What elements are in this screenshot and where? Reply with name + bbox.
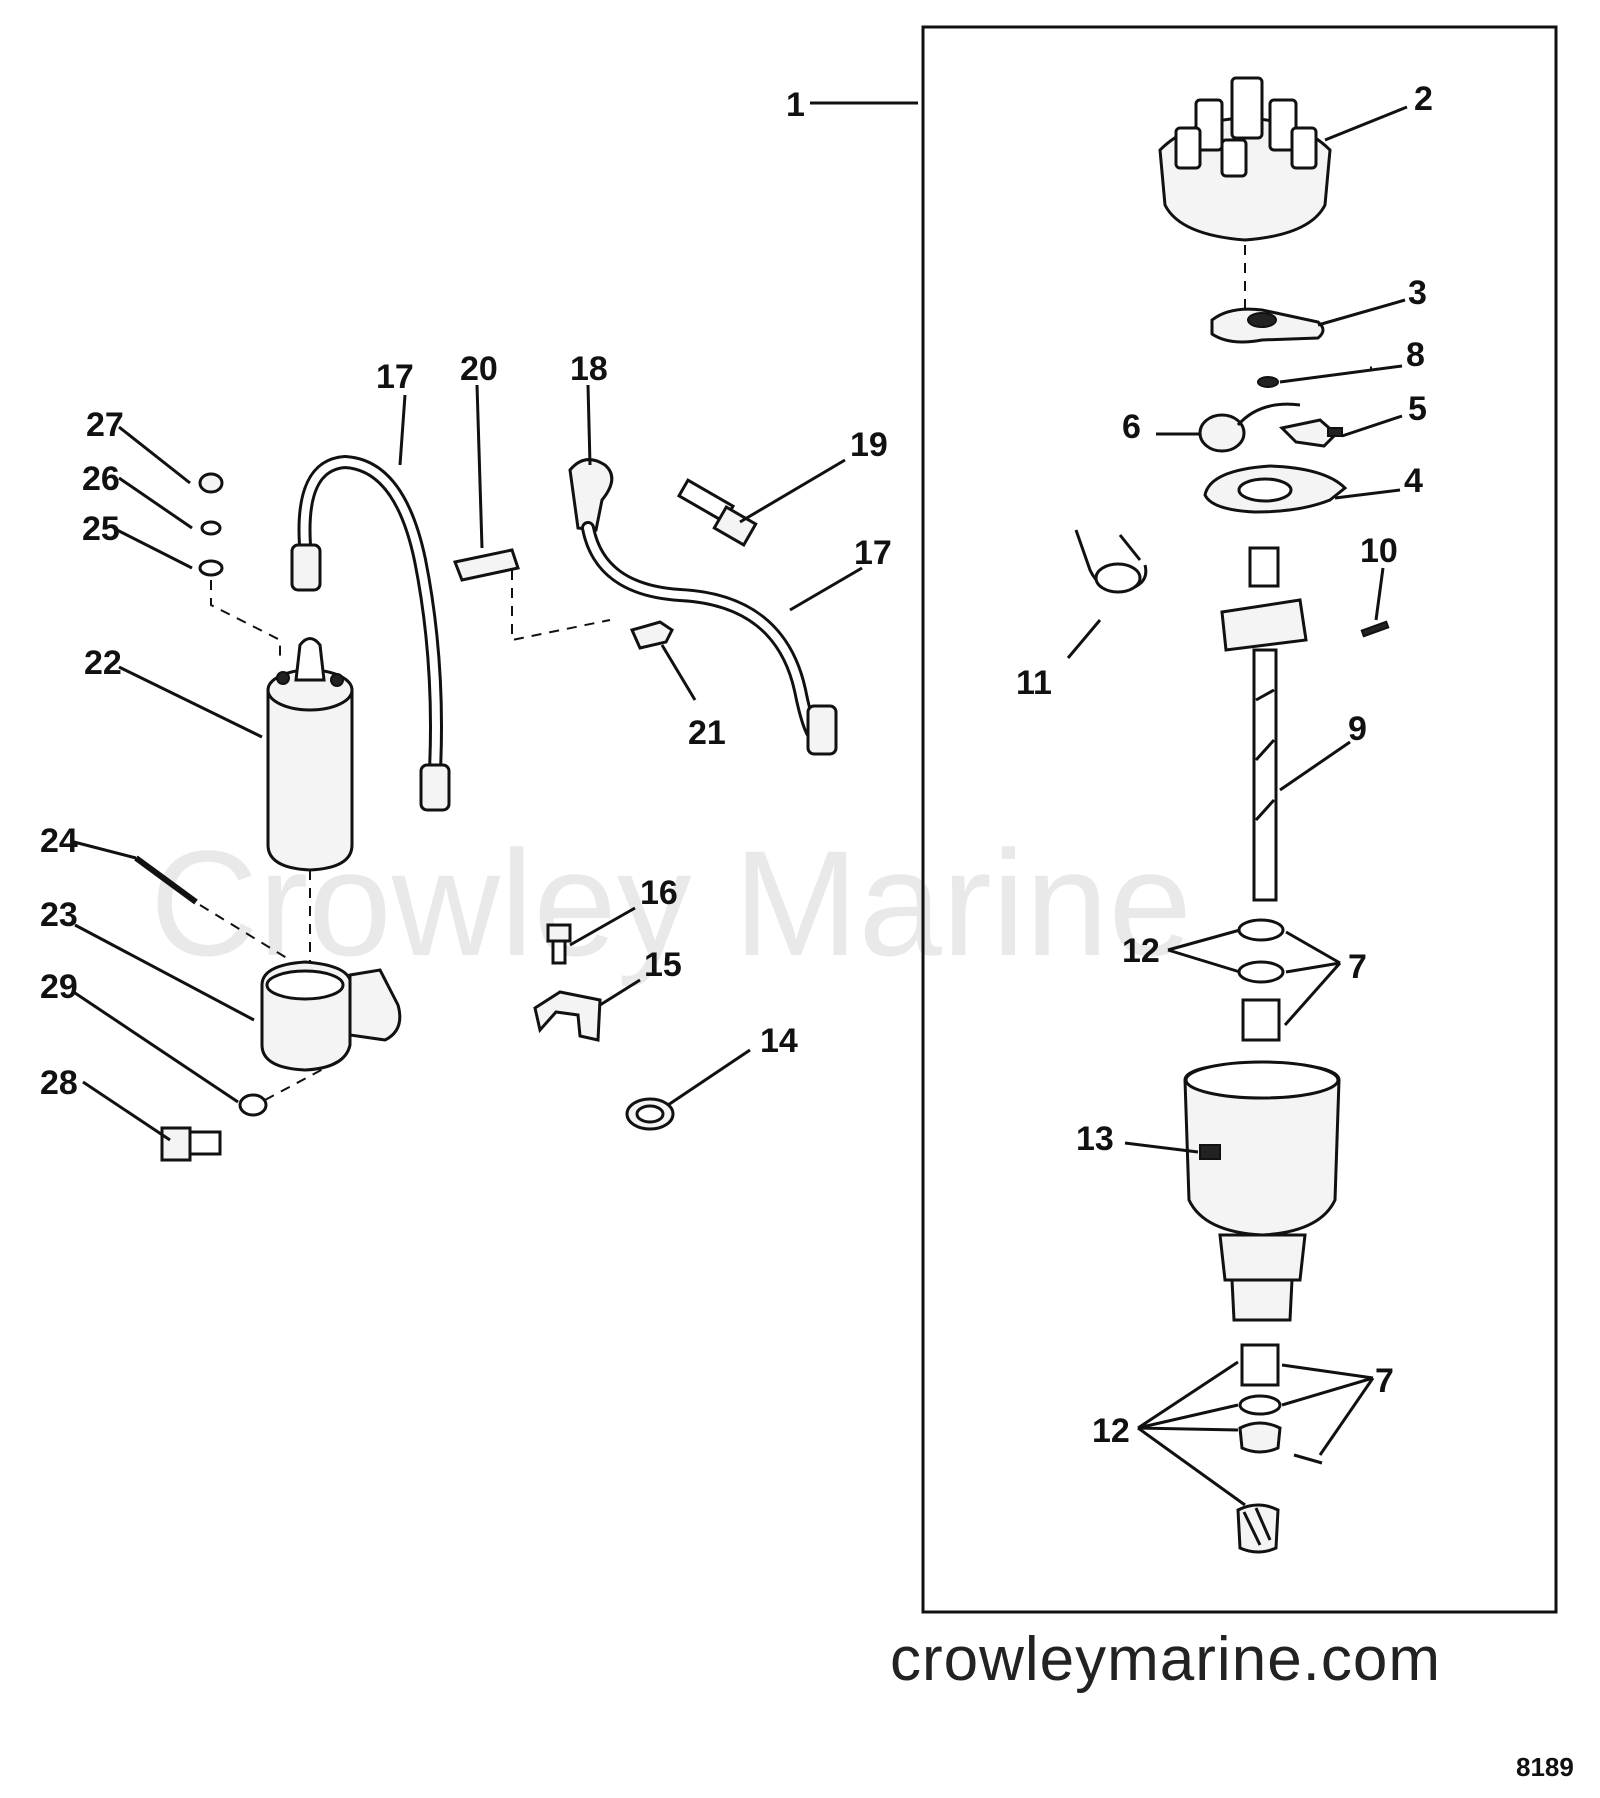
callout-12-upper: 12 <box>1122 932 1160 970</box>
bracket-bolt <box>160 1126 222 1162</box>
terminal-nut <box>198 472 224 494</box>
hold-down-screw <box>546 923 572 965</box>
hold-down-clamp <box>533 990 602 1042</box>
lower-bushing <box>1240 1343 1280 1387</box>
distributor-housing <box>1183 1060 1341 1322</box>
distributor-assembly-box <box>921 25 1558 1614</box>
roll-pin <box>1293 1453 1323 1465</box>
callout-labels: 1 2 3 8 5 6 4 10 11 9 12 7 13 7 12 27 26… <box>40 80 1433 1450</box>
distributor-shaft <box>1220 546 1308 902</box>
callout-15: 15 <box>644 946 682 984</box>
callout-29: 29 <box>40 968 78 1006</box>
condenser <box>1198 402 1301 453</box>
flat-washer <box>198 559 224 577</box>
lower-collar <box>1238 1421 1282 1454</box>
callout-14: 14 <box>760 1022 798 1060</box>
retainer-bracket <box>1074 529 1148 594</box>
callout-25: 25 <box>82 510 120 548</box>
callout-19: 19 <box>850 426 888 464</box>
contact-points <box>1278 418 1343 448</box>
spark-plug <box>676 478 758 547</box>
callout-2: 2 <box>1414 80 1433 118</box>
callout-6: 6 <box>1122 408 1141 446</box>
callout-18: 18 <box>570 350 608 388</box>
callout-3: 3 <box>1408 274 1427 312</box>
callout-13: 13 <box>1076 1120 1114 1158</box>
callout-10: 10 <box>1360 532 1398 570</box>
callout-7-upper: 7 <box>1348 948 1367 986</box>
callout-21: 21 <box>688 714 726 752</box>
callout-24: 24 <box>40 822 78 860</box>
leader-lines <box>73 101 1408 1507</box>
figure-code: 8189 <box>1516 1752 1574 1782</box>
callout-22: 22 <box>84 644 122 682</box>
callout-26: 26 <box>82 460 120 498</box>
callout-1: 1 <box>786 86 805 124</box>
callout-9: 9 <box>1348 710 1367 748</box>
callout-28: 28 <box>40 1064 78 1102</box>
coil-bracket <box>260 960 402 1072</box>
spark-wire-bracket <box>629 620 674 650</box>
callout-16: 16 <box>640 874 678 912</box>
ignition-coil <box>266 637 354 872</box>
upper-bushing <box>1241 998 1281 1042</box>
callout-8: 8 <box>1406 336 1425 374</box>
shaft-pin <box>1360 620 1390 638</box>
rotor <box>1210 307 1325 344</box>
callout-17-left: 17 <box>376 358 414 396</box>
callout-12-lower: 12 <box>1092 1412 1130 1450</box>
callout-4: 4 <box>1404 462 1423 500</box>
spark-plug-wire <box>568 458 838 756</box>
callout-5: 5 <box>1408 390 1427 428</box>
coil-high-tension-wire <box>290 454 451 812</box>
mounting-screw <box>134 855 198 905</box>
bracket-washer <box>238 1093 268 1117</box>
distributor-cap <box>1158 76 1332 242</box>
drive-gear <box>1236 1503 1280 1554</box>
lock-washer <box>200 520 222 536</box>
callout-7-lower: 7 <box>1375 1362 1394 1400</box>
upper-washer <box>1237 918 1285 942</box>
callout-20: 20 <box>460 350 498 388</box>
upper-washer-2 <box>1237 960 1285 984</box>
small-ring <box>1257 376 1279 388</box>
lower-washer <box>1238 1394 1282 1416</box>
website-caption: crowleymarine.com <box>890 1625 1442 1694</box>
callout-27: 27 <box>86 406 124 444</box>
callout-23: 23 <box>40 896 78 934</box>
callout-17-right: 17 <box>854 534 892 572</box>
wire-clip <box>452 548 520 582</box>
breaker-plate <box>1203 464 1348 514</box>
callout-11: 11 <box>1016 664 1052 702</box>
